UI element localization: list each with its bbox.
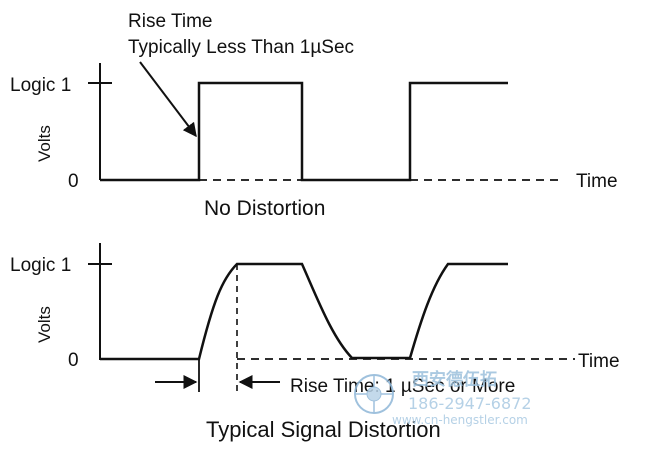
- top-zero-label: 0: [68, 171, 79, 192]
- bottom-panel: Logic 1 0 Volts Time Rise Time: 1 µSec o…: [10, 243, 620, 442]
- top-square-waveform: [100, 81, 508, 182]
- top-time-label: Time: [576, 171, 618, 192]
- top-logic1-label: Logic 1: [10, 75, 71, 96]
- top-caption: No Distortion: [204, 197, 325, 220]
- rise-time-annotation-title: Rise Time: [128, 11, 212, 32]
- bottom-logic1-label: Logic 1: [10, 255, 71, 276]
- watermark-phone: 186-2947-6872: [408, 394, 532, 413]
- watermark-company: 西安德伍拓: [412, 369, 497, 390]
- bottom-volts-label: Volts: [35, 306, 54, 343]
- rise-time-measure-label: Rise Time: 1 µSec or More: [290, 376, 515, 397]
- watermark-logo-icon: [354, 374, 394, 414]
- bottom-zero-label: 0: [68, 350, 79, 371]
- annotation-arrow: [139, 61, 197, 138]
- top-volts-label: Volts: [35, 125, 54, 162]
- watermark-url: www.cn-hengstler.com: [392, 413, 528, 427]
- watermark: 西安德伍拓 186-2947-6872 www.cn-hengstler.com: [354, 369, 532, 427]
- rise-time-annotation-subtitle: Typically Less Than 1µSec: [128, 37, 354, 58]
- top-panel: Rise Time Typically Less Than 1µSec Logi…: [10, 11, 618, 220]
- bottom-caption: Typical Signal Distortion: [206, 417, 441, 442]
- bottom-time-label: Time: [578, 351, 620, 372]
- bottom-distorted-waveform: [100, 262, 508, 361]
